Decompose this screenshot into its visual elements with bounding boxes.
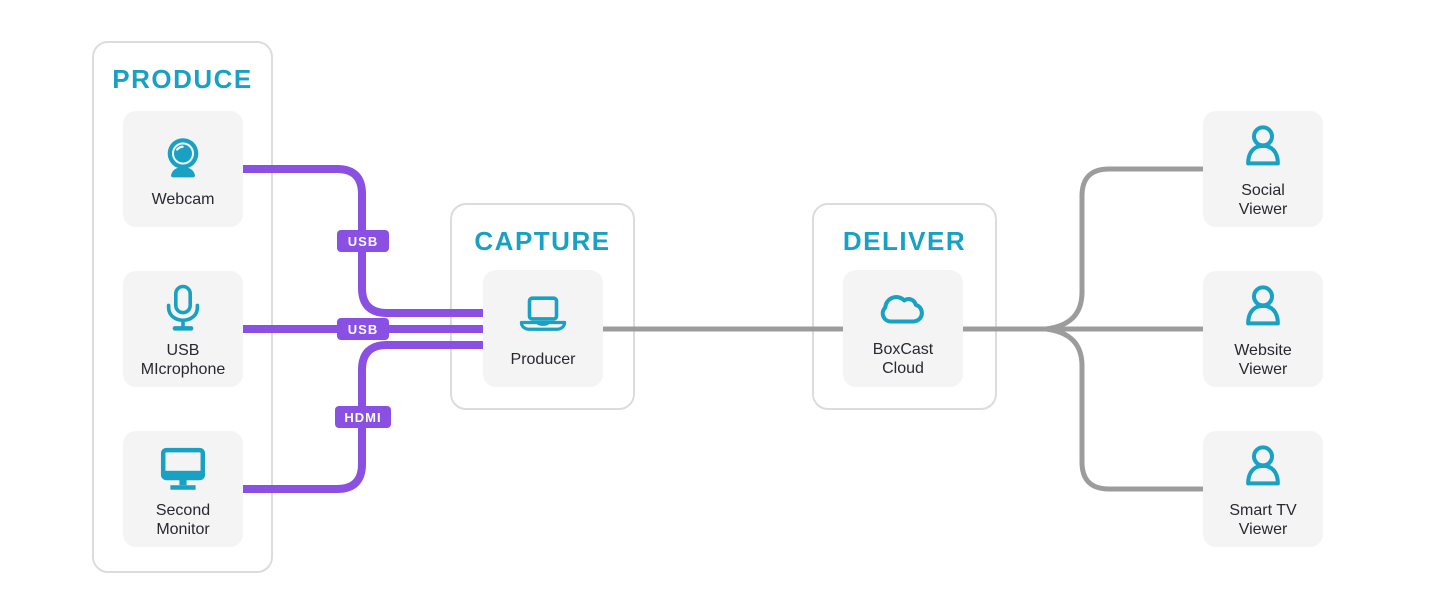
microphone-icon <box>156 282 210 336</box>
person-icon <box>1236 282 1290 336</box>
stream-line-cloud-to-smarttv-viewer <box>1043 326 1206 492</box>
node-card-smart-tv-viewer: Smart TV Viewer <box>1203 431 1323 547</box>
node-label: Webcam <box>151 191 215 208</box>
node-label: Second Monitor <box>155 501 211 538</box>
produce-section-title: PRODUCE <box>112 64 253 94</box>
person-icon <box>1236 442 1290 496</box>
laptop-icon <box>515 291 571 345</box>
cloud-icon <box>874 281 932 335</box>
node-label: Social Viewer <box>1238 181 1288 218</box>
capture-section-panel: CAPTURE <box>450 203 635 410</box>
cable-badge-usb-webcam: USB <box>337 230 389 252</box>
deliver-section-title: DELIVER <box>842 226 967 256</box>
deliver-section-panel: DELIVER <box>812 203 997 410</box>
cable-badge-usb-microphone: USB <box>337 318 389 340</box>
node-label: Producer <box>510 350 576 368</box>
node-label: USB MIcrophone <box>140 341 226 378</box>
node-card-social-viewer: Social Viewer <box>1203 111 1323 227</box>
node-card-producer: Producer <box>483 270 603 387</box>
monitor-icon <box>156 442 210 496</box>
webcam-icon <box>156 131 210 185</box>
node-label: Website Viewer <box>1234 341 1292 378</box>
produce-section-panel: PRODUCE <box>92 41 273 573</box>
node-label: BoxCast Cloud <box>872 341 934 377</box>
node-card-website-viewer: Website Viewer <box>1203 271 1323 387</box>
capture-section-title: CAPTURE <box>474 226 611 256</box>
person-icon <box>1236 122 1290 176</box>
node-card-webcam: Webcam <box>123 111 243 227</box>
cable-badge-hdmi-monitor: HDMI <box>335 406 391 428</box>
node-card-second-monitor: Second Monitor <box>123 431 243 547</box>
node-card-usb-microphone: USB MIcrophone <box>123 271 243 387</box>
node-card-boxcast-cloud: BoxCast Cloud <box>843 270 963 387</box>
node-label: Smart TV Viewer <box>1229 501 1297 538</box>
stream-line-cloud-to-social-viewer <box>1043 166 1206 332</box>
